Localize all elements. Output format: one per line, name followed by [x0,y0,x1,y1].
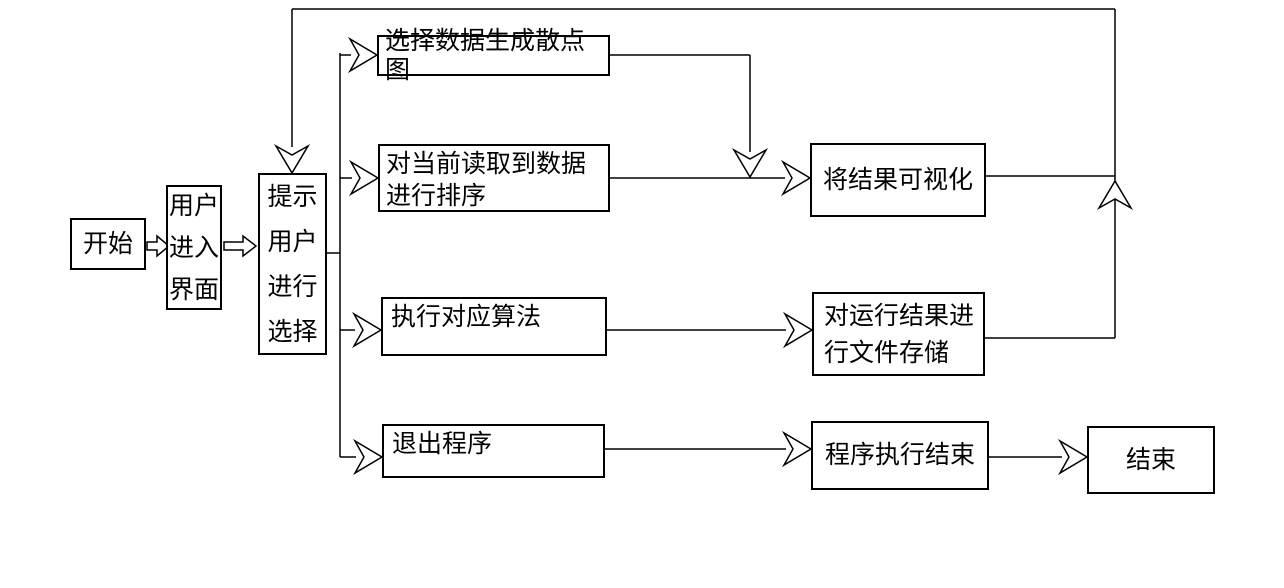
flowchart-node-user-enter-interface: 用户 进入 界面 [166,185,222,310]
arrowhead-up-right-spine [1096,179,1134,211]
block-arrow-start-to-enter-icon [146,234,171,258]
flowchart-node-prompt-user-choice: 提示 用户 进行 选择 [258,173,327,355]
arrowhead-into-store [782,311,814,349]
flowchart-node-sort-data: 对当前读取到数据 进行排序 [378,144,610,212]
arrowhead-into-scatter [347,36,379,74]
flowchart-node-exit-program: 退出程序 [382,424,605,478]
flowchart-node-generate-scatter-plot: 选择数据生成散点图 [377,26,610,83]
arrowhead-down-into-prompt [273,143,311,175]
arrowhead-into-visualize [780,159,812,197]
block-arrow-enter-to-prompt-icon [223,234,258,258]
arrowhead-into-end [1057,438,1089,476]
arrowhead-into-endexec [781,430,813,468]
arrowhead-into-exit [352,438,384,476]
edge-scatter-out [610,54,751,152]
flowchart-node-start: 开始 [70,218,146,270]
flowchart-node-program-finished: 程序执行结束 [811,421,989,490]
flowchart-node-visualize-result: 将结果可视化 [810,143,986,217]
arrowhead-into-sort [348,159,380,197]
flowchart-node-store-result-file: 对运行结果进 行文件存储 [812,292,985,376]
arrowhead-into-algo [351,311,383,349]
arrowhead-scatter-merge-down [731,147,769,179]
flowchart-node-run-algorithm: 执行对应算法 [381,297,607,356]
flowchart-node-end: 结束 [1087,426,1215,494]
